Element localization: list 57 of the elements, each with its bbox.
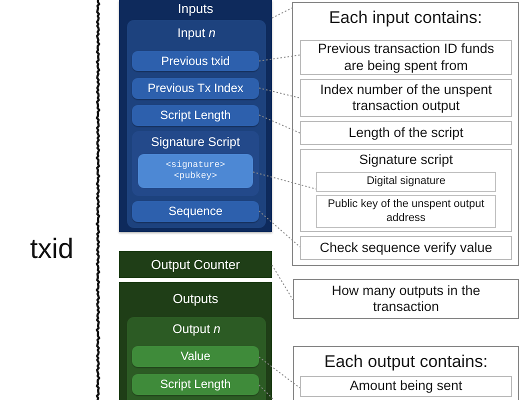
field-label: Previous txid: [160, 54, 231, 68]
group-title: Signature Script: [150, 135, 241, 150]
field-pill: [132, 374, 259, 395]
leader-line: [272, 264, 294, 300]
note-text: Check sequence verify value: [318, 240, 494, 256]
note-text: How many outputs in the transaction: [330, 282, 482, 316]
note-group-box: [300, 149, 512, 232]
leader-line: [252, 172, 316, 190]
note-text: Length of the script: [348, 124, 464, 142]
input-group-panel: [127, 20, 266, 228]
note-frame: [292, 2, 519, 266]
code-text: <signature>: [164, 160, 226, 171]
group-title: Output n: [172, 322, 222, 337]
leader-line: [258, 114, 300, 134]
field-label: Script Length: [159, 377, 232, 392]
field-pill: [132, 201, 259, 222]
note-text: Previous transaction ID funds are being spent from: [316, 41, 496, 74]
panel-title: Inputs: [176, 1, 214, 17]
group-title: Input n: [176, 26, 217, 41]
output-group-panel: [127, 317, 266, 400]
field-pill: [132, 51, 259, 71]
code-panel: [138, 154, 253, 188]
note-box: [316, 172, 496, 192]
note-box: [300, 79, 512, 117]
leader-line: [272, 8, 292, 18]
field-pill: [132, 346, 259, 367]
field-label: Sequence: [167, 204, 224, 219]
field-pill: [132, 78, 259, 99]
note-box: [300, 121, 512, 145]
note-box: [300, 376, 512, 397]
inputs-panel: [119, 0, 272, 232]
code-text: <pubkey>: [172, 171, 218, 182]
note-title: Each input contains:: [328, 8, 484, 28]
field-label: Previous Tx Index: [146, 81, 244, 96]
note-text: Amount being sent: [348, 378, 464, 395]
counter-bar: [119, 251, 272, 278]
note-text: Digital signature: [366, 175, 446, 189]
signature-script-panel: [132, 131, 259, 196]
note-box: [316, 195, 496, 228]
outputs-panel: [119, 282, 272, 400]
field-label: Script Length: [159, 108, 232, 123]
leader-line: [258, 356, 300, 388]
field-label: Value: [180, 349, 212, 364]
bracket-label: txid: [30, 234, 74, 265]
note-box: [300, 40, 512, 75]
note-text: Public key of the unspent output address: [326, 198, 486, 225]
leader-line: [258, 210, 300, 248]
note-box: [293, 279, 519, 319]
panel-title: Outputs: [172, 291, 220, 307]
leader-line: [258, 384, 274, 400]
note-title: Each output contains:: [323, 352, 489, 372]
field-label: Output Counter: [150, 256, 241, 272]
note-frame: [293, 346, 519, 400]
note-title: Signature script: [358, 152, 454, 168]
field-pill: [132, 105, 259, 126]
note-box: [300, 236, 512, 260]
note-text: Index number of the unspent transaction output: [319, 82, 493, 114]
